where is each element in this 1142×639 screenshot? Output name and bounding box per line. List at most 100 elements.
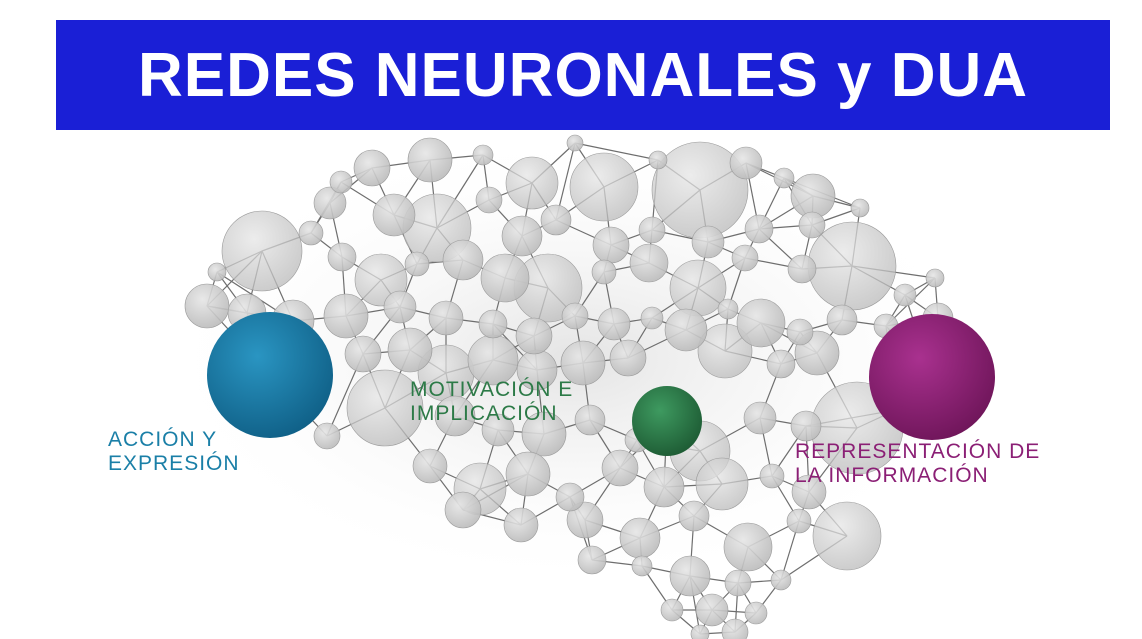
network-node — [770, 569, 792, 591]
accion-node — [207, 312, 333, 438]
network-nodes — [184, 134, 954, 639]
network-node — [697, 323, 753, 379]
network-node — [501, 215, 543, 257]
label-line: IMPLICACIÓN — [410, 402, 558, 425]
network-node — [690, 624, 710, 639]
network-node — [412, 448, 448, 484]
network-node — [503, 507, 539, 543]
network-node — [597, 307, 631, 341]
network-node — [893, 283, 917, 307]
representacion-node — [869, 314, 995, 440]
network-node — [478, 309, 508, 339]
network-node — [812, 501, 882, 571]
network-node — [790, 410, 822, 442]
network-node — [786, 508, 812, 534]
network-node — [773, 167, 795, 189]
network-node — [561, 302, 589, 330]
network-node — [387, 327, 433, 373]
network-node — [404, 251, 430, 277]
network-node — [731, 244, 759, 272]
title-banner: REDES NEURONALES y DUA — [56, 20, 1110, 130]
network-node — [515, 317, 553, 355]
network-node — [298, 220, 324, 246]
network-node — [744, 214, 774, 244]
network-node — [790, 173, 836, 219]
network-node — [434, 395, 476, 437]
network-node — [629, 243, 669, 283]
network-node — [346, 369, 424, 447]
network-node — [925, 268, 945, 288]
motivacion-node — [632, 386, 702, 456]
network-node — [566, 501, 604, 539]
network-node — [569, 152, 639, 222]
network-node — [721, 618, 749, 639]
network-node — [327, 242, 357, 272]
network-node — [850, 198, 870, 218]
network-node — [609, 339, 647, 377]
network-node — [475, 186, 503, 214]
network-node — [555, 482, 585, 512]
network-node — [743, 401, 777, 435]
network-node — [619, 517, 661, 559]
network-node — [566, 134, 584, 152]
network-node — [717, 298, 739, 320]
label-line: REPRESENTACIÓN DE — [795, 440, 1041, 463]
network-node — [643, 466, 685, 508]
network-node — [826, 304, 858, 336]
network-node — [729, 146, 763, 180]
network-node — [592, 226, 630, 264]
network-node — [577, 545, 607, 575]
network-node — [648, 150, 668, 170]
network-node — [691, 225, 725, 259]
label-line: ACCIÓN Y — [108, 428, 218, 451]
network-node — [574, 404, 606, 436]
network-node — [736, 298, 786, 348]
network-node — [724, 569, 752, 597]
network-node — [521, 411, 567, 457]
network-node — [631, 555, 653, 577]
network-node — [678, 500, 710, 532]
network-node — [791, 474, 827, 510]
network-node — [184, 283, 230, 329]
network-node — [669, 555, 711, 597]
label-line: LA INFORMACIÓN — [795, 464, 989, 487]
network-node — [344, 335, 382, 373]
network-node — [766, 349, 796, 379]
network-node — [221, 210, 303, 292]
network-node — [695, 457, 749, 511]
network-node — [660, 598, 684, 622]
network-node — [807, 221, 897, 311]
page-title: REDES NEURONALES y DUA — [137, 40, 1029, 110]
label-line: MOTIVACIÓN E — [410, 378, 574, 401]
network-node — [444, 491, 482, 529]
network-node — [383, 290, 417, 324]
network-node — [505, 451, 551, 497]
highlight-nodes — [207, 312, 995, 456]
network-node — [207, 262, 227, 282]
network-node — [442, 239, 484, 281]
network-node — [313, 186, 347, 220]
network-edge — [574, 142, 659, 161]
network-node — [329, 170, 353, 194]
network-node — [798, 211, 826, 239]
network-node — [759, 463, 785, 489]
network-node — [723, 522, 773, 572]
label-motivacion-implicacion: MOTIVACIÓN E IMPLICACIÓN — [410, 378, 573, 426]
network-node — [480, 253, 530, 303]
network-node — [372, 193, 416, 237]
network-node — [744, 601, 768, 625]
network-node — [313, 422, 341, 450]
network-node — [786, 318, 814, 346]
label-line: EXPRESIÓN — [108, 452, 240, 475]
network-node — [481, 413, 515, 447]
network-node — [407, 137, 453, 183]
label-representacion-informacion: REPRESENTACIÓN DE LA INFORMACIÓN — [795, 440, 1040, 488]
network-node — [472, 144, 494, 166]
network-node — [640, 306, 664, 330]
network-node — [560, 340, 606, 386]
network-node — [323, 293, 369, 339]
network-node — [505, 156, 559, 210]
network-node — [591, 259, 617, 285]
network-node — [695, 593, 729, 627]
